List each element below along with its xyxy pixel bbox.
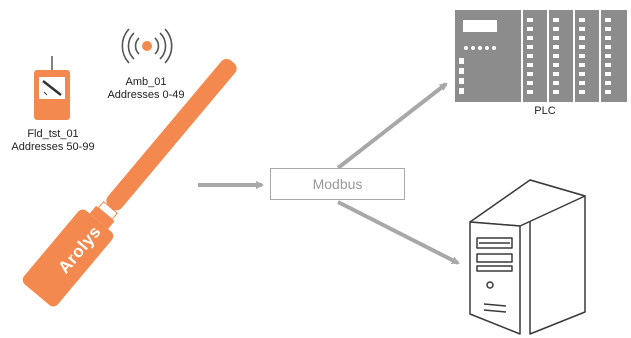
- ambient-sensor-name: Amb_01: [125, 76, 167, 88]
- server-tower-icon: [469, 179, 586, 335]
- field-sensor-addresses: Addresses 50-99: [11, 141, 95, 153]
- ambient-sensor-label: Amb_01 Addresses 0-49: [98, 76, 194, 102]
- wireless-sensor-icon: [121, 28, 173, 64]
- plc-label: PLC: [534, 105, 556, 117]
- modbus-label: Modbus: [312, 176, 363, 192]
- field-sensor-label: Fld_tst_01 Addresses 50-99: [2, 128, 104, 154]
- gateway-device-icon: [22, 58, 237, 307]
- arrow-to-server: [337, 200, 460, 265]
- field-sensor-name: Fld_tst_01: [27, 128, 79, 140]
- modbus-protocol-box: Modbus: [270, 168, 405, 200]
- plc-icon: [455, 10, 627, 102]
- ambient-sensor-addresses: Addresses 0-49: [107, 89, 185, 101]
- arrow-to-plc: [336, 82, 448, 170]
- field-sensor-icon: [34, 56, 70, 120]
